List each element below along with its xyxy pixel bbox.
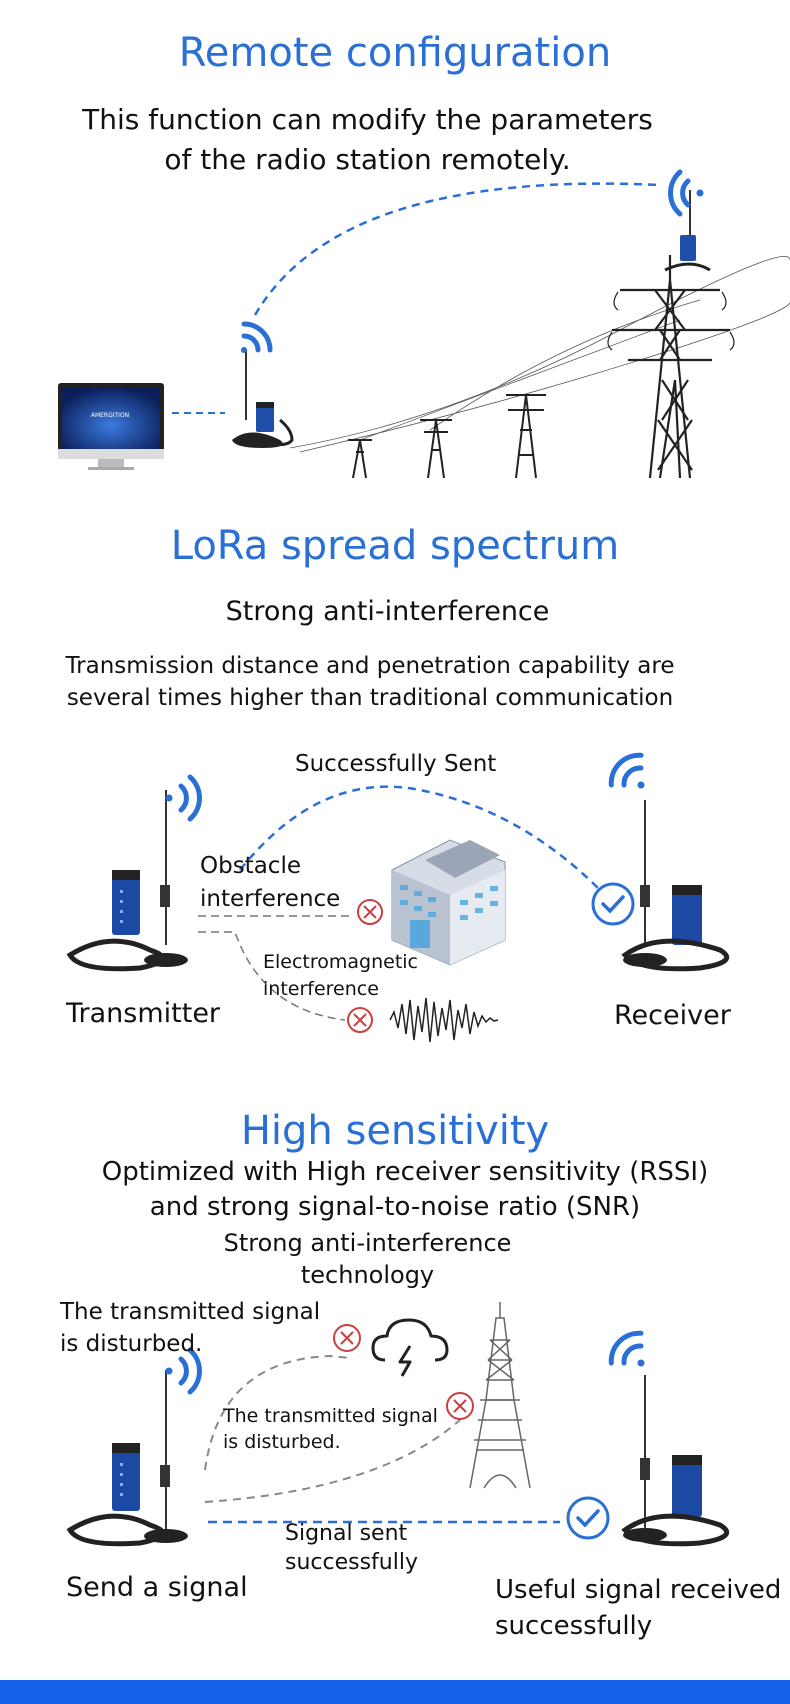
em-label-2: interference <box>263 978 379 1000</box>
disturbed-x-icon-2 <box>446 1392 474 1420</box>
monitor-logo: AMERGITION <box>91 412 129 419</box>
receiver-wifi-icon <box>608 752 645 789</box>
transmitter-device-icon <box>66 790 188 972</box>
eiffel-tower-icon <box>469 1302 531 1489</box>
remote-config-subtitle-1: This function can modify the parameters <box>82 103 653 136</box>
building-icon <box>391 839 506 966</box>
large-power-tower-icon <box>612 255 730 479</box>
obstacle-label-2: interference <box>200 886 341 912</box>
em-label-1: Electromagnetic <box>263 951 419 973</box>
received-check-icon <box>566 1496 610 1540</box>
error-x-icon <box>357 899 383 925</box>
received-label-2: successfully <box>495 1611 653 1641</box>
error-x-icon-2 <box>347 1007 373 1033</box>
high-sensitivity-title: High sensitivity <box>240 1108 550 1154</box>
signal-sent-2: successfully <box>285 1550 418 1575</box>
lora-title: LoRa spread spectrum <box>170 523 620 569</box>
disturbed-mid-1: The transmitted signal <box>223 1405 438 1427</box>
disturbed-x-icon <box>333 1324 361 1352</box>
tower-radio-icon <box>664 190 711 272</box>
remote-config-title: Remote configuration <box>178 30 612 76</box>
useful-receiver-device-icon <box>621 1375 730 1547</box>
success-check-icon <box>591 882 635 926</box>
tech-label-2: technology <box>300 1261 435 1289</box>
wifi-signal-icon <box>241 321 273 353</box>
computer-monitor-icon <box>58 383 164 470</box>
sender-device-icon <box>66 1370 188 1547</box>
disturbed-top-2: is disturbed. <box>60 1331 203 1357</box>
lora-illustration <box>66 752 730 1043</box>
tower-wifi-icon <box>668 169 704 217</box>
sender-wifi-icon <box>165 1347 202 1395</box>
remote-config-subtitle-2: of the radio station remotely. <box>164 143 571 176</box>
successfully-sent-label: Successfully Sent <box>295 751 497 777</box>
lora-desc-2: several times higher than traditional co… <box>66 685 674 711</box>
remote-config-illustration: AMERGITION <box>58 169 790 479</box>
tech-label-1: Strong anti-interference <box>223 1229 512 1257</box>
lora-subtitle: Strong anti-interference <box>225 596 550 627</box>
disturbed-mid-2: is disturbed. <box>223 1431 341 1453</box>
disturbed-top-1: The transmitted signal <box>60 1299 321 1325</box>
bottom-bar <box>0 1680 790 1704</box>
receiver-label: Receiver <box>614 1000 731 1031</box>
power-tower-icon <box>348 394 546 479</box>
transmitter-label: Transmitter <box>66 998 221 1029</box>
transmitter-wifi-icon <box>165 774 202 822</box>
sensitivity-desc-1: Optimized with High receiver sensitivity… <box>101 1157 709 1187</box>
received-label-1: Useful signal received <box>495 1575 782 1605</box>
obstacle-label-1: Obstacle <box>200 853 301 879</box>
useful-receiver-wifi-icon <box>608 1330 645 1367</box>
send-signal-label: Send a signal <box>66 1572 248 1603</box>
sensitivity-desc-2: and strong signal-to-noise ratio (SNR) <box>149 1192 641 1222</box>
storm-cloud-icon <box>371 1318 449 1377</box>
noise-waveform-icon <box>389 997 499 1043</box>
lora-desc-1: Transmission distance and penetration ca… <box>65 653 675 679</box>
signal-sent-1: Signal sent <box>285 1521 408 1546</box>
radio-device-icon <box>232 350 294 448</box>
receiver-device-icon <box>621 800 730 972</box>
